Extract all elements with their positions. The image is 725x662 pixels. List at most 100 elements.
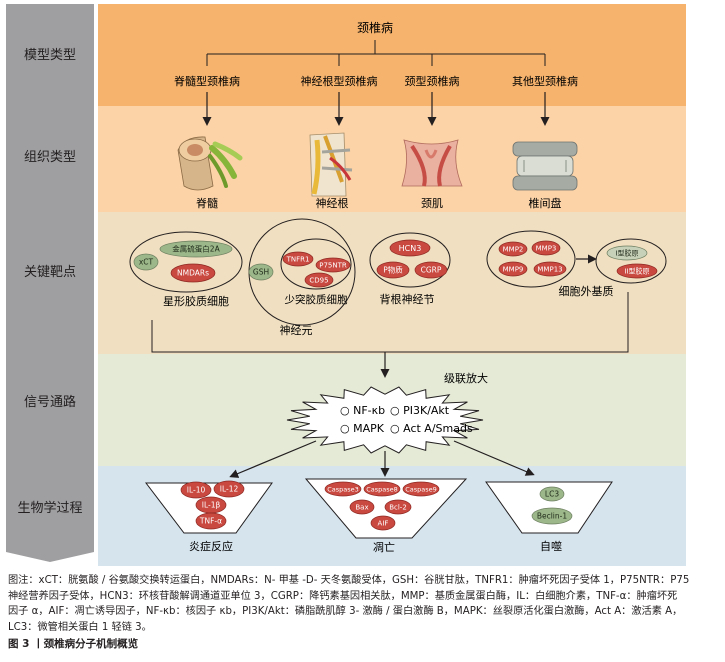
svg-text:MMP9: MMP9	[503, 266, 524, 274]
svg-text:Bax: Bax	[355, 504, 368, 512]
marker-cgrp: CGRP	[414, 261, 448, 279]
marker-xct: xCT	[133, 253, 159, 271]
marker-beclin-1: Beclin-1	[531, 507, 573, 525]
targets-bracket	[151, 292, 629, 353]
signal-starburst	[286, 386, 484, 454]
pathway-pi3k: ○ PI3K/Akt	[390, 404, 450, 417]
row-label-bio: 生物学过程	[17, 500, 82, 516]
cascade-label: 级联放大	[444, 371, 488, 385]
model-type-other: 其他型颈椎病	[512, 74, 578, 88]
drg-group	[369, 232, 451, 288]
svg-text:CD95: CD95	[309, 277, 328, 285]
svg-text:MMP13: MMP13	[537, 266, 562, 274]
marker-ii: II型胶原	[616, 263, 658, 279]
svg-text:IL-12: IL-12	[220, 485, 239, 494]
caption-line: 因子 α，AIF：凋亡诱导因子，NF-κb：核因子 κb，PI3K/Akt：磷脂…	[8, 606, 683, 617]
marker-mmp3: MMP3	[531, 240, 561, 256]
band-model	[98, 4, 686, 106]
svg-text:金属硫蛋白2A: 金属硫蛋白2A	[172, 244, 220, 254]
autophagy-funnel	[485, 481, 613, 534]
marker-bax: Bax	[349, 499, 375, 515]
drg-label: 背根神经节	[380, 292, 435, 306]
svg-text:NMDARs: NMDARs	[177, 269, 209, 278]
svg-text:MMP2: MMP2	[503, 246, 524, 254]
astrocyte-group	[129, 231, 243, 293]
neuron-label: 神经元	[280, 323, 313, 337]
svg-text:II型胶原: II型胶原	[624, 267, 649, 276]
caption-line: LC3：微管相关蛋白 1 轻链 3。	[8, 621, 152, 633]
svg-text:P75NTR: P75NTR	[319, 262, 347, 270]
svg-text:MMP3: MMP3	[536, 245, 557, 253]
oligodendrocyte-label: 少突胶质细胞	[285, 293, 348, 306]
apoptosis-label: 凋亡	[373, 540, 395, 554]
signal-to-bio-arrows	[229, 440, 535, 478]
tissue-label-neck-muscle: 颈肌	[421, 197, 443, 210]
svg-text:I型胶原: I型胶原	[615, 249, 638, 258]
marker-il-12: IL-12	[213, 480, 245, 498]
marker-gsh: GSH	[248, 263, 274, 281]
tissue-label-disc: 椎间盘	[529, 196, 562, 210]
marker-mmp2: MMP2	[498, 241, 528, 257]
marker-hcn3: HCN3	[389, 239, 431, 257]
marker-mmp9: MMP9	[498, 261, 528, 277]
svg-text:Caspase3: Caspase3	[327, 485, 359, 493]
oligodendrocyte-group	[280, 238, 352, 290]
pathway-acta-smads: ○ Act A/Smads	[390, 422, 473, 435]
svg-text:Beclin-1: Beclin-1	[537, 512, 568, 521]
marker-cd95: CD95	[304, 272, 334, 288]
ecm-group	[486, 230, 576, 288]
svg-text:AIF: AIF	[378, 520, 389, 528]
marker-i: I型胶原	[606, 245, 648, 261]
figure-caption: 图注：xCT：胱氨酸 / 谷氨酸交换转运蛋白，NMDARs：N- 甲基 -D- …	[8, 573, 720, 635]
svg-text:CGRP: CGRP	[421, 266, 442, 275]
svg-text:TNFR1: TNFR1	[286, 256, 310, 264]
svg-text:GSH: GSH	[253, 268, 269, 277]
svg-text:HCN3: HCN3	[399, 244, 422, 253]
row-label-sidebar	[6, 4, 94, 562]
marker-aif: AIF	[370, 515, 396, 531]
marker-bcl-2: Bcl-2	[384, 499, 412, 515]
marker-caspase8: Caspase8	[363, 481, 401, 497]
caption-line: 神经营养因子受体，HCN3：环核苷酸解调通道亚单位 3，CGRP：降钙素基因相关…	[8, 590, 678, 602]
marker-il-10: IL-10	[180, 481, 212, 499]
autophagy-label: 自噬	[540, 539, 562, 553]
row-label-tissue: 组织类型	[24, 150, 76, 165]
model-type-radiculopathy: 神经根型颈椎病	[301, 74, 378, 88]
svg-text:P物质: P物质	[383, 265, 403, 275]
svg-text:IL-10: IL-10	[187, 486, 206, 495]
astrocyte-label: 星形胶质细胞	[163, 294, 229, 308]
marker-caspase9: Caspase9	[402, 481, 440, 497]
model-tree-lines	[206, 40, 546, 66]
tissue-label-nerve-root: 神经根	[316, 196, 349, 210]
pathway-mapk: ○ MAPK	[340, 422, 385, 435]
band-targets	[98, 212, 686, 354]
marker-lc3: LC3	[539, 486, 565, 502]
ecm-label: 细胞外基质	[559, 285, 614, 298]
caption-line: 图注：xCT：胱氨酸 / 谷氨酸交换转运蛋白，NMDARs：N- 甲基 -D- …	[8, 575, 690, 586]
svg-text:IL-1β: IL-1β	[202, 501, 221, 510]
marker-p: P物质	[376, 261, 410, 279]
model-to-tissue-arrows	[202, 92, 550, 126]
marker-p75ntr: P75NTR	[315, 257, 351, 273]
marker-tnf: TNF-α	[195, 512, 227, 530]
intervertebral-disc-icon	[512, 141, 578, 191]
spinal-cord-icon	[177, 136, 243, 191]
root-label: 颈椎病	[357, 20, 393, 35]
svg-text:xCT: xCT	[139, 258, 154, 267]
svg-text:Caspase9: Caspase9	[405, 485, 437, 493]
model-type-neck: 颈型颈椎病	[405, 74, 460, 88]
svg-text:TNF-α: TNF-α	[199, 517, 222, 526]
row-label-model: 模型类型	[24, 48, 76, 63]
pathway-nfkb: ○ NF-κb	[340, 404, 385, 417]
model-type-myelopathy: 脊髓型颈椎病	[174, 74, 240, 88]
row-label-targets: 关键靶点	[24, 265, 76, 280]
marker-il-1: IL-1β	[195, 496, 227, 514]
marker-2a: 金属硫蛋白2A	[159, 240, 233, 258]
neck-muscle-icon	[401, 139, 463, 187]
svg-text:LC3: LC3	[545, 490, 559, 499]
svg-text:Caspase8: Caspase8	[366, 485, 398, 493]
figure-label: 图 3 丨颈椎病分子机制概览	[8, 638, 139, 650]
tissue-label-spinal-cord: 脊髓	[196, 196, 218, 210]
